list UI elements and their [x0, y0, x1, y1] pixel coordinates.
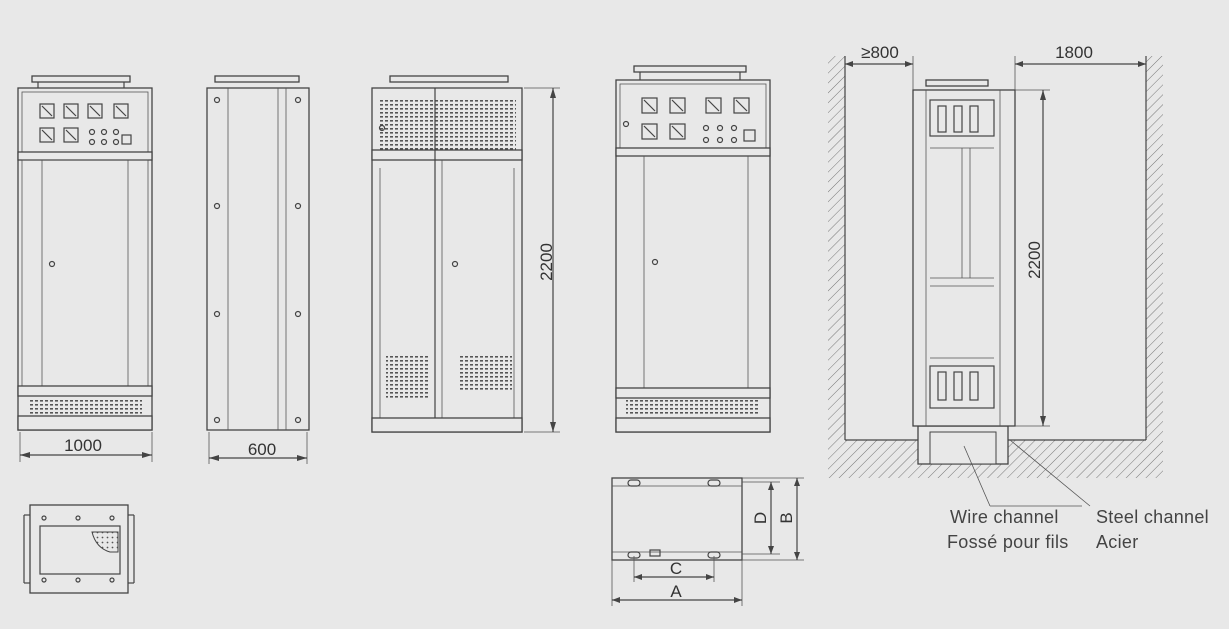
rear-view-cabinet [371, 75, 523, 433]
depth-label: 600 [248, 440, 276, 459]
rear-clearance-label: ≥800 [861, 43, 899, 62]
base-label-d: D [751, 512, 770, 524]
width-dimension [19, 432, 153, 462]
steel-channel-label-en: Steel channel [1096, 507, 1209, 527]
height-dimension-front [524, 87, 560, 433]
steel-channel-label-fr: Acier [1096, 532, 1139, 552]
depth-dimension [208, 432, 308, 464]
front-clearance-label: 1800 [1055, 43, 1093, 62]
installation-view [828, 56, 1163, 507]
height-label-front: 2200 [537, 243, 556, 281]
meter-icons [39, 103, 132, 146]
width-label: 1000 [64, 436, 102, 455]
top-view-cabinet [23, 504, 135, 594]
base-plan [611, 477, 804, 606]
wire-channel-label-fr: Fossé pour fils [947, 532, 1069, 552]
side-view-cabinet [206, 75, 310, 431]
wire-channel-label-en: Wire channel [950, 507, 1059, 527]
base-label-b: B [777, 512, 796, 523]
front-view-cabinet-2 [615, 65, 771, 433]
front-view-cabinet [17, 75, 153, 431]
height-label-install: 2200 [1025, 241, 1044, 279]
base-label-a: A [670, 582, 682, 601]
base-label-c: C [670, 559, 682, 578]
